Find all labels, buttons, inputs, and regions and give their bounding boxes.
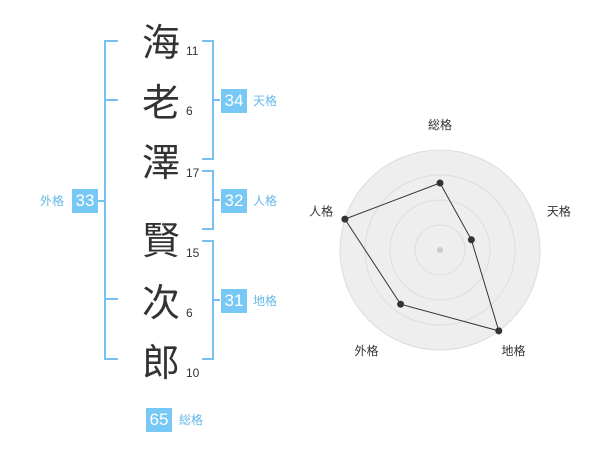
bracket-tick [104,298,118,300]
soukaku-label: 総格 [179,413,204,427]
radar-point-2 [467,236,475,244]
radar-ring [389,199,491,301]
gaikaku-bracket [104,40,118,360]
name-char-1: 海 [141,21,180,65]
radar-ring [414,224,466,276]
stroke-count-1: 11 [186,44,199,58]
jinkaku-score: 32 [221,189,247,213]
name-char-2: 老 [141,81,180,125]
stroke-count-5: 6 [186,306,193,320]
radar-axis-label-3: 地格 [501,343,525,358]
bracket-tick [214,99,220,101]
chikaku-label: 地格 [253,294,278,308]
stroke-count-2: 6 [186,104,193,118]
stroke-count-6: 10 [186,366,200,380]
bracket-tick [98,200,104,202]
bracket-tick [214,299,220,301]
name-char-3: 澤 [141,141,180,185]
radar-axis-label-5: 人格 [309,203,333,218]
soukaku-score: 65 [146,408,172,432]
name-char-4: 賢 [141,219,180,263]
jinkaku-bracket [202,170,214,230]
gaikaku-label: 外格 [40,194,65,208]
radar-axis-label-1: 総格 [428,117,452,132]
radar-point-3 [495,327,503,335]
tenkaku-bracket [202,40,214,160]
radar-polygon [344,182,500,332]
radar-point-4 [397,300,405,308]
jinkaku-label: 人格 [253,194,278,208]
radar-point-1 [436,179,444,187]
stroke-count-3: 17 [186,166,200,180]
radar-axis-label-2: 天格 [547,203,571,218]
name-char-5: 次 [141,281,180,325]
tenkaku-score: 34 [221,89,247,113]
radar-point-5 [341,215,349,223]
tenkaku-label: 天格 [253,94,278,108]
bracket-tick [214,199,220,201]
chikaku-score: 31 [221,289,247,313]
chikaku-bracket [202,240,214,360]
radar-center [437,247,443,253]
gaikaku-score: 33 [72,189,98,213]
radar-axis-label-4: 外格 [355,343,379,358]
stroke-count-4: 15 [186,246,200,260]
name-char-6: 郎 [141,341,180,385]
bracket-tick [104,99,118,101]
